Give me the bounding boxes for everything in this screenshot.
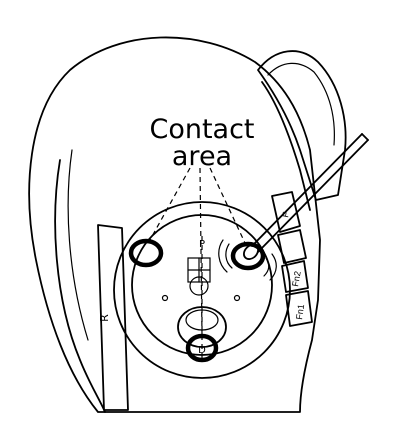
swab-tip: [243, 244, 259, 260]
bottom-contact-label: D: [198, 345, 206, 356]
motion-mark-4: [269, 253, 277, 281]
swab-stick-a: [251, 133, 363, 247]
motion-mark-3: [263, 257, 270, 277]
right-housing: [257, 50, 347, 201]
callout-line-right: [209, 167, 246, 244]
callout-line-bottom: [199, 167, 203, 336]
hole-left: [161, 294, 169, 302]
right-housing-inner: [267, 62, 335, 146]
shell-left-fold-inner: [67, 149, 89, 341]
motion-mark-1: [225, 243, 233, 269]
callout-line2: area: [172, 141, 232, 172]
connector-outer-ring: [113, 201, 291, 379]
contact-ring-bottom: [185, 333, 219, 363]
swab-stick-b: [257, 139, 369, 253]
right-housing-edge: [261, 81, 311, 211]
side-strip: [97, 224, 129, 411]
button-top-label: F: [280, 210, 291, 218]
callout-line1: Contact: [149, 114, 254, 145]
side-button-column: F Fn2 Fn1: [271, 191, 313, 327]
button-mid[interactable]: [277, 229, 307, 264]
contact-ring-left: [128, 238, 164, 268]
button-fn1-label: Fn1: [294, 304, 306, 321]
center-pin-knob: [189, 276, 209, 296]
motion-mark-2: [218, 239, 228, 273]
cleaning-swab: [243, 133, 369, 260]
top-contact-label: P: [199, 239, 205, 250]
side-marker-label: R: [98, 314, 111, 322]
contact-ring-right: [230, 241, 266, 271]
swab-stick-cap: [361, 133, 369, 141]
callout-line-left: [149, 167, 191, 241]
button-fn1[interactable]: [285, 290, 313, 327]
hole-right: [233, 294, 241, 302]
shell-left-fold: [54, 159, 106, 413]
button-fn2-label: Fn2: [290, 270, 303, 287]
earpiece-shell-outline: [28, 36, 321, 413]
button-fn2[interactable]: [281, 260, 309, 293]
